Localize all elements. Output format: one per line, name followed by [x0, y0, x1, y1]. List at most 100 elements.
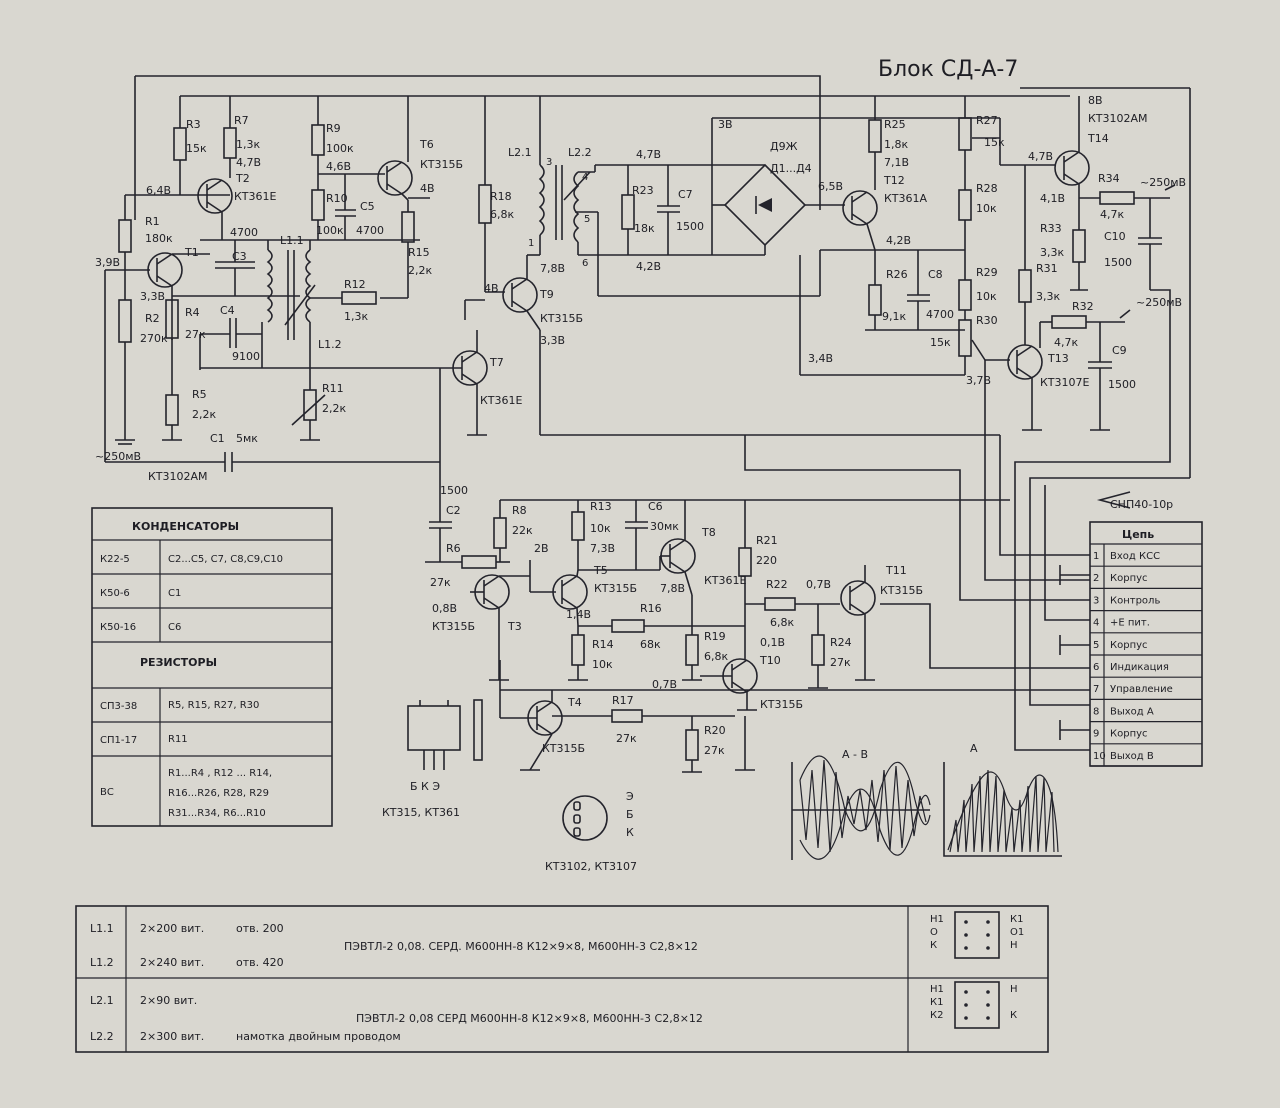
label-T11-type: КТ315Б	[880, 584, 923, 597]
label-R6: R6	[446, 542, 461, 555]
label-voltage: 2В	[534, 542, 549, 555]
label-R27-value: 15к	[984, 136, 1005, 149]
label-R16-value: 68к	[640, 638, 661, 651]
waveform-a: А	[943, 742, 1062, 857]
inductor-L1-1	[266, 249, 273, 323]
resistor-items: R16...R26, R28, R29	[168, 788, 269, 799]
label-voltage: 3,9В	[95, 256, 120, 269]
label-R14-value: 10к	[592, 658, 613, 671]
transistor-T2	[197, 178, 233, 214]
label-R28: R28	[976, 182, 998, 195]
label-R34: R34	[1098, 172, 1120, 185]
main-wiring	[104, 75, 1191, 751]
core1-pin-right: К1	[1010, 914, 1023, 925]
label-R1: R1	[145, 215, 160, 228]
core1-pin-left: К	[930, 940, 937, 951]
label-T4-type: КТ315Б	[542, 742, 585, 755]
label-diode-range: Д1...Д4	[770, 162, 812, 175]
connector-pin-number: 7	[1093, 684, 1099, 695]
capacitor-items: С1	[168, 588, 181, 599]
inductor-L2-1	[538, 164, 545, 236]
label-winding-index: 6	[582, 258, 588, 269]
label-C6: С6	[648, 500, 663, 513]
label-C8-value: 4700	[926, 308, 954, 321]
label-diode: Д9Ж	[770, 140, 798, 153]
label-winding-index: 3	[546, 157, 552, 168]
label-T7-type: КТ361Е	[480, 394, 523, 407]
core2-pin-right: Н	[1010, 984, 1018, 995]
connector-pin-number: 8	[1093, 706, 1099, 717]
kt3102-pin-e: Э	[626, 790, 634, 803]
label-R4: R4	[185, 306, 200, 319]
label-voltage: 0,7В	[652, 678, 677, 691]
label-C6-value: 30мк	[650, 520, 679, 533]
label-T9-type: КТ315Б	[540, 312, 583, 325]
label-voltage: 7,1В	[884, 156, 909, 169]
label-R22-value: 6,8к	[770, 616, 794, 629]
label-R19-value: 6,8к	[704, 650, 728, 663]
connector-pin-number: 9	[1093, 729, 1099, 740]
winding-turns: 2×300 вит.	[140, 1030, 204, 1043]
label-voltage: 4В	[484, 282, 499, 295]
carrier-a	[949, 769, 1055, 853]
connector-pin-number: 1	[1093, 551, 1099, 562]
winding-turns: 2×240 вит.	[140, 956, 204, 969]
winding-name: L1.1	[90, 922, 114, 935]
connector-pin-number: 5	[1093, 640, 1099, 651]
winding-tap: отв. 200	[236, 922, 284, 935]
label-C7: С7	[678, 188, 693, 201]
label-voltage: 4,6В	[326, 160, 351, 173]
label-C5-value: 4700	[356, 224, 384, 237]
label-L1-1: L1.1	[280, 234, 304, 247]
label-voltage: 6,4В	[146, 184, 171, 197]
label-R26: R26	[886, 268, 908, 281]
winding-spec: ПЭВТЛ-2 0,08 СЕРД М600НН-8 К12×9×8, М600…	[356, 1012, 703, 1025]
label-R7-value: 1,3к	[236, 138, 260, 151]
label-R9: R9	[326, 122, 341, 135]
label-T3-type: КТ315Б	[432, 620, 475, 633]
label-C10-value: 1500	[1104, 256, 1132, 269]
waveform-a-b-label: А - В	[842, 748, 868, 761]
label-R27: R27	[976, 114, 998, 127]
transistor-T5	[552, 574, 588, 610]
capacitors-header: КОНДЕНСАТОРЫ	[132, 520, 239, 533]
label-R30: R30	[976, 314, 998, 327]
waveform-a-b: А - В	[791, 748, 931, 860]
winding-name: L2.1	[90, 994, 114, 1007]
capacitor-type: К50-16	[100, 622, 136, 633]
label-R13-value: 10к	[590, 522, 611, 535]
label-T10-type: КТ315Б	[760, 698, 803, 711]
winding-spec: ПЭВТЛ-2 0,08. СЕРД. М600НН-8 К12×9×8, М6…	[344, 940, 698, 953]
winding-turns: 2×200 вит.	[140, 922, 204, 935]
label-C9-value: 1500	[1108, 378, 1136, 391]
label-R17: R17	[612, 694, 634, 707]
schematic-title: Блок СД-А-7	[878, 57, 1018, 82]
windings-table: L1.1 L1.2 L2.1 L2.2 2×200 вит. отв. 200 …	[75, 905, 1049, 1053]
label-R28-value: 10к	[976, 202, 997, 215]
pinout-kt315: Б К Э КТ315, КТ361	[382, 699, 483, 819]
parts-table-frame	[91, 507, 333, 827]
transistor-T12	[842, 190, 878, 226]
windings-frame	[75, 905, 1049, 1053]
pinout-kt3102: Э Б К КТ3102, КТ3107	[545, 790, 637, 873]
connector-pin-label: Корпус	[1110, 573, 1148, 584]
label-voltage: 8В	[1088, 94, 1103, 107]
lower-wiring	[425, 499, 1090, 773]
label-T12: Т12	[883, 174, 905, 187]
label-R10: R10	[326, 192, 348, 205]
kt3102-types: КТ3102, КТ3107	[545, 860, 637, 873]
winding-tap: отв. 420	[236, 956, 284, 969]
label-R12: R12	[344, 278, 366, 291]
label-T6: Т6	[419, 138, 434, 151]
connector-header: Цепь	[1122, 528, 1154, 541]
label-R3-value: 15к	[186, 142, 207, 155]
envelope-upper	[799, 755, 931, 832]
kt315-side	[473, 699, 483, 761]
carrier-fill	[799, 759, 927, 853]
label-voltage: 7,8В	[540, 262, 565, 275]
label-C5: С5	[360, 200, 375, 213]
label-winding-index: 5	[584, 214, 590, 225]
